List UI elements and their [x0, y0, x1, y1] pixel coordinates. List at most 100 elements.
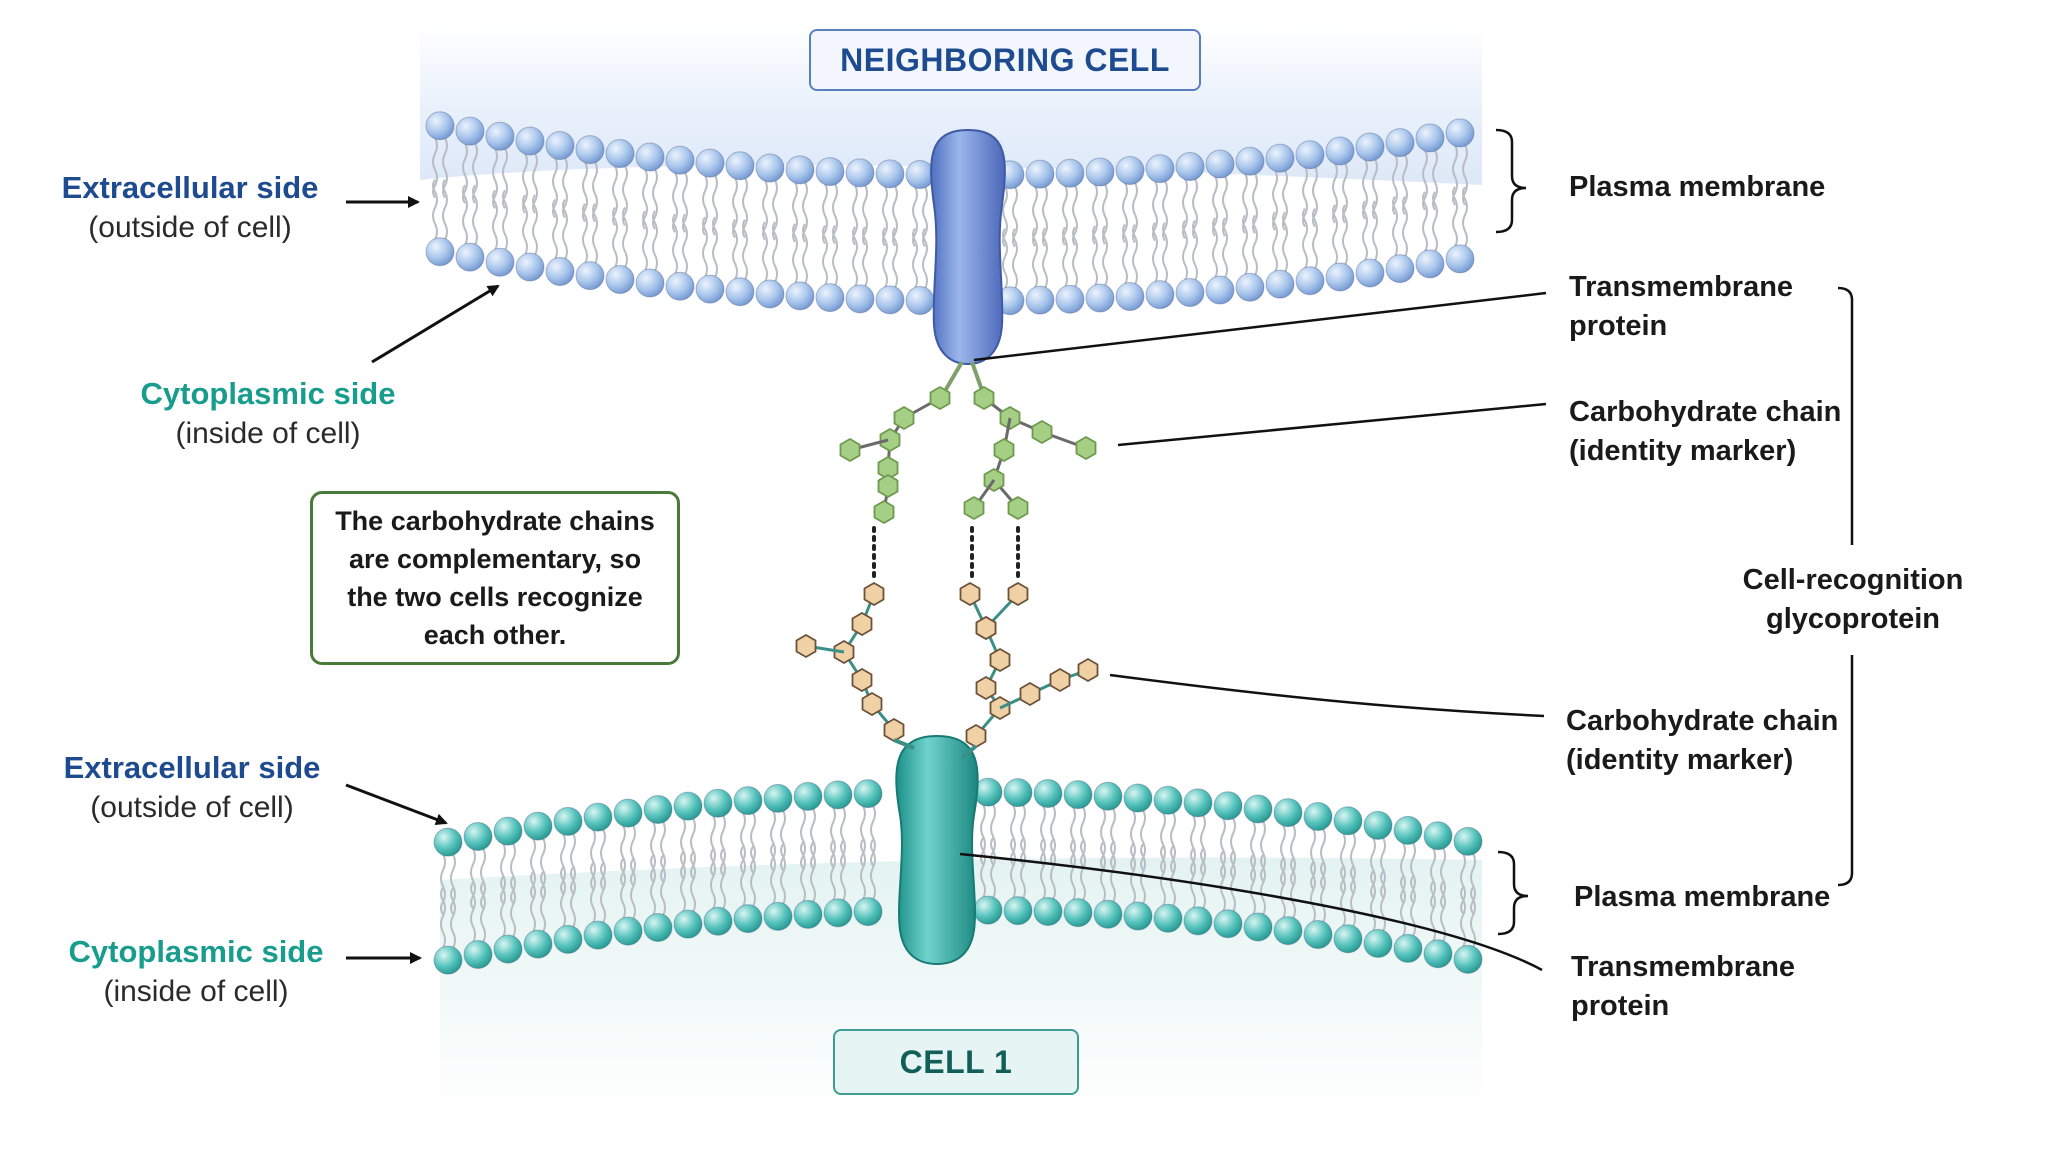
top-lipid-head — [1115, 282, 1145, 312]
bottom-lipid-tail — [500, 876, 506, 938]
top-carb-line1: Carbohydrate chain — [1569, 396, 1842, 428]
bottom-lipid-tail — [560, 832, 566, 894]
top-lipid-head — [425, 237, 455, 267]
bottom-lipid-head — [553, 924, 583, 954]
green-sugar — [973, 385, 995, 411]
bottom-lipid-tail — [1160, 845, 1166, 907]
top-lipid-tail — [802, 223, 808, 285]
bottom-lipid-tail — [680, 851, 686, 913]
top-lipid-head — [845, 158, 875, 188]
bottom-lipid-tail — [1400, 841, 1406, 903]
bottom-lipid-tail — [1130, 809, 1136, 871]
bottom-lipid-tail — [1170, 811, 1176, 873]
bottom-lipid-tail — [510, 842, 516, 904]
top-lipid-tail — [1402, 196, 1408, 258]
top-lipid-head — [1385, 128, 1415, 158]
top-lipid-head — [1145, 154, 1175, 184]
bottom-lipid-tail — [720, 814, 726, 876]
bottom-lipid-tail — [510, 876, 516, 938]
top-lipid-tail — [852, 226, 858, 288]
bottom-lipid-tail — [570, 832, 576, 894]
top-lipid-tail — [1092, 225, 1098, 287]
top-lipid-tail — [1062, 226, 1068, 288]
bottom-lipid-tail — [840, 840, 846, 902]
bottom-lipid-tail — [1140, 809, 1146, 871]
top-lipid-head — [1055, 284, 1085, 314]
bottom-lipid-head — [643, 794, 673, 824]
bottom-lipid-tail — [1190, 848, 1196, 910]
bottom-lipid-head — [1453, 944, 1483, 974]
bottom-lipid-tail — [1080, 806, 1086, 868]
complementary-note: The carbohydrate chains are complementar… — [310, 491, 680, 665]
bottom-lipid-tail — [1010, 838, 1016, 900]
top-lipid-head — [755, 153, 785, 183]
bottom-lipid-tail — [1290, 858, 1296, 920]
top-lipid-head — [605, 265, 635, 295]
bottom-lipid-tail — [1130, 843, 1136, 905]
top-lipid-head — [785, 155, 815, 185]
bottom-lipid-tail — [750, 846, 756, 908]
top-lipid-head — [1325, 262, 1355, 292]
top-lipid-head — [485, 121, 515, 151]
top-lipid-head — [695, 274, 725, 304]
top-lipid-head — [1205, 275, 1235, 305]
bottom-lipid-head — [823, 780, 853, 810]
bottom-lipid-tail — [1310, 861, 1316, 923]
top-plasma-membrane-text: Plasma membrane — [1569, 171, 1826, 203]
top-lipid-tail — [1222, 217, 1228, 279]
bottom-lipid-head — [1303, 920, 1333, 950]
bottom-lipid-tail — [750, 812, 756, 874]
top-lipid-head — [1055, 158, 1085, 188]
bottom-lipid-tail — [530, 871, 536, 933]
leader-lines — [959, 291, 1547, 972]
top-protein-line1: Transmembrane — [1569, 271, 1794, 303]
top-protein-line2: protein — [1569, 310, 1668, 342]
top-lipid-head — [1295, 140, 1325, 170]
bottom-extracellular-label: Extracellular side (outside of cell) — [42, 748, 342, 828]
bottom-lipid-tail — [560, 866, 566, 928]
bottom-lipid-tail — [800, 841, 806, 903]
tan-sugar — [1007, 581, 1029, 607]
bottom-lipid-head — [733, 786, 763, 816]
top-lipid-tail — [1102, 225, 1108, 287]
top-lipid-tail — [1452, 186, 1458, 248]
bottom-lipid-tail — [1350, 866, 1356, 928]
green-sugar — [993, 437, 1015, 463]
bottom-lipid-head — [673, 791, 703, 821]
tan-sugar — [795, 633, 817, 659]
bottom-lipid-tail — [810, 807, 816, 869]
bottom-lipid-tail — [840, 806, 846, 868]
top-lipid-head — [815, 283, 845, 313]
bottom-lipid-head — [643, 912, 673, 942]
bottom-lipid-head — [553, 806, 583, 836]
bottom-lipid-tail — [590, 862, 596, 924]
top-lipid-head — [1355, 132, 1385, 162]
top-lipid-tail — [432, 179, 438, 241]
bottom-lipid-head — [973, 895, 1003, 925]
top-lipid-tail — [1302, 208, 1308, 270]
bottom-lipid-tail — [450, 853, 456, 915]
bottom-lipid-tail — [570, 866, 576, 928]
top-lipid-head — [455, 242, 485, 272]
top-lipid-tail — [1002, 228, 1008, 290]
bottom-lipid-tail — [1430, 847, 1436, 909]
bottom-cytoplasmic-title: Cytoplasmic side — [68, 934, 324, 969]
bottom-lipid-tail — [690, 851, 696, 913]
tan-chain-link — [893, 738, 915, 750]
green-sugar — [893, 405, 915, 431]
bottom-lipid-head — [1333, 924, 1363, 954]
bottom-lipid-tail — [830, 840, 836, 902]
bottom-lipid-head — [1063, 780, 1093, 810]
bottom-lipid-tail — [980, 837, 986, 899]
bottom-lipid-tail — [470, 881, 476, 943]
top-lipid-tail — [652, 210, 658, 272]
top-lipid-head — [1445, 118, 1475, 148]
bottom-lipid-head — [433, 945, 463, 975]
top-lipid-head — [1445, 244, 1475, 274]
bottom-lipid-tail — [1220, 817, 1226, 879]
tan-sugar — [975, 675, 997, 701]
bottom-lipid-head — [523, 811, 553, 841]
bottom-lipid-tail — [1070, 840, 1076, 902]
top-lipid-head — [1115, 156, 1145, 186]
